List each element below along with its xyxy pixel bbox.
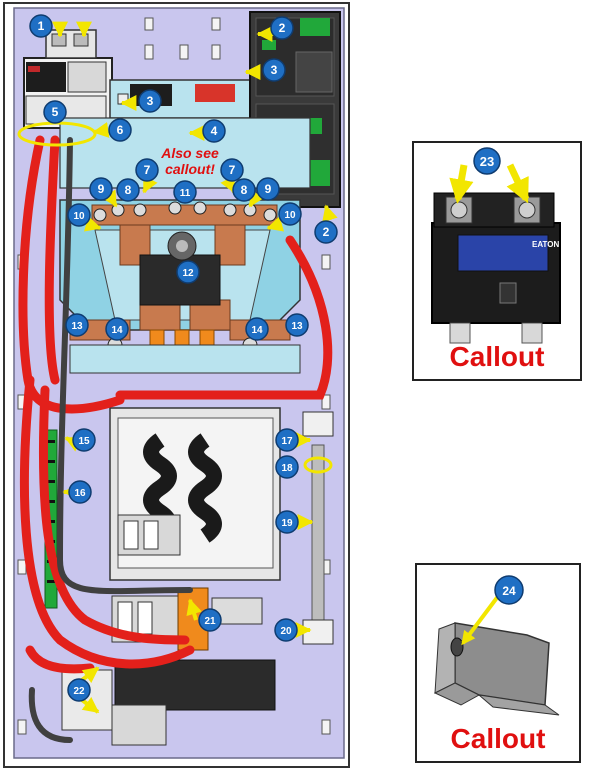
marker-16-badge: [68, 480, 92, 504]
marker-7-label: 7: [229, 163, 236, 177]
marker-19-badge: [275, 510, 299, 534]
marker-11-label: 11: [180, 188, 191, 199]
marker-20-label: 20: [280, 626, 292, 637]
marker-9-badge: [89, 177, 113, 201]
marker-21-badge: [198, 608, 222, 632]
note-line-2: callout!: [165, 161, 215, 177]
marker-9-label: 9: [98, 182, 105, 196]
highlight-ring-18: [303, 456, 333, 474]
marker-24-label: 24: [502, 584, 516, 598]
marker-5-label: 5: [52, 105, 59, 119]
marker-8-label: 8: [241, 183, 248, 197]
marker-10-label: 10: [73, 211, 85, 222]
transformer-section: [109, 407, 281, 581]
marker-6-badge: [108, 118, 132, 142]
marker-10-badge: [278, 202, 302, 226]
marker-14-label: 14: [111, 325, 123, 336]
marker-7-badge: [135, 158, 159, 182]
marker-20-badge: [274, 618, 298, 642]
marker-8-badge: [232, 178, 256, 202]
breaker-brand-text: EATON: [532, 240, 559, 249]
marker-23: [473, 147, 501, 175]
marker-3-badge: [138, 89, 162, 113]
bracket-hole: [450, 637, 464, 657]
panel-svg: Also see callout! 1223345677889910101112…: [3, 2, 350, 768]
marker-17-label: 17: [281, 436, 293, 447]
marker-23-label: 23: [480, 154, 494, 169]
marker-1-badge: [29, 14, 53, 38]
callout-arrow-right: [506, 163, 530, 204]
marker-16-label: 16: [74, 488, 86, 499]
marker-2-badge: [270, 16, 294, 40]
marker-9-label: 9: [265, 182, 272, 196]
marker-10-badge: [67, 203, 91, 227]
marker-12-label: 12: [182, 268, 194, 279]
marker-4-badge: [202, 119, 226, 143]
marker-3-label: 3: [147, 94, 154, 108]
marker-12-badge: [176, 260, 200, 284]
note-line-1: Also see: [160, 145, 219, 161]
marker-14-label: 14: [251, 325, 263, 336]
marker-2-badge: [314, 220, 338, 244]
marker-7-label: 7: [144, 163, 151, 177]
callout-label-breaker: Callout: [449, 341, 545, 372]
dark-cables: [28, 137, 193, 743]
callout-breaker-svg: EATON 23: [431, 147, 561, 344]
marker-14-badge: [105, 317, 129, 341]
marker-10-label: 10: [284, 210, 296, 221]
marker-9-badge: [256, 177, 280, 201]
top-terminal-block: [109, 79, 261, 119]
marker-2-label: 2: [279, 21, 286, 35]
callout-box-breaker: EATON 23 Callout: [412, 141, 582, 381]
marker-15-label: 15: [78, 436, 90, 447]
marker-22-badge: [67, 678, 91, 702]
callout-label-bracket: Callout: [450, 723, 546, 754]
marker-1-label: 1: [38, 19, 45, 33]
marker-3-badge: [262, 58, 286, 82]
marker-13-badge: [285, 313, 309, 337]
marker-17-badge: [275, 428, 299, 452]
marker-6-label: 6: [117, 123, 124, 137]
marker-7-badge: [220, 158, 244, 182]
callout-arrow-left: [449, 164, 474, 204]
marker-21-label: 21: [204, 616, 216, 627]
breaker-label-plate: [457, 234, 549, 272]
callout-bracket-svg: 24: [433, 575, 560, 716]
marker-24: [494, 575, 524, 605]
marker-19-label: 19: [281, 518, 293, 529]
callout-box-bracket: 24 Callout: [415, 563, 581, 763]
marker-8-label: 8: [125, 183, 132, 197]
marker-4-label: 4: [211, 124, 218, 138]
marker-15-badge: [72, 428, 96, 452]
marker-14-badge: [245, 317, 269, 341]
marker-13-badge: [65, 313, 89, 337]
marker-13-label: 13: [291, 321, 303, 332]
marker-5-badge: [43, 100, 67, 124]
marker-18-badge: [275, 455, 299, 479]
marker-18-label: 18: [281, 463, 293, 474]
marker-13-label: 13: [71, 321, 83, 332]
lower-breakers: [61, 587, 276, 746]
marker-22-label: 22: [73, 686, 85, 697]
pointer-arrows: [52, 21, 338, 714]
marker-11-badge: [173, 180, 197, 204]
callout-arrow-bracket: [461, 593, 501, 646]
marker-3-label: 3: [271, 63, 278, 77]
marker-8-badge: [116, 178, 140, 202]
marker-2-label: 2: [323, 225, 330, 239]
